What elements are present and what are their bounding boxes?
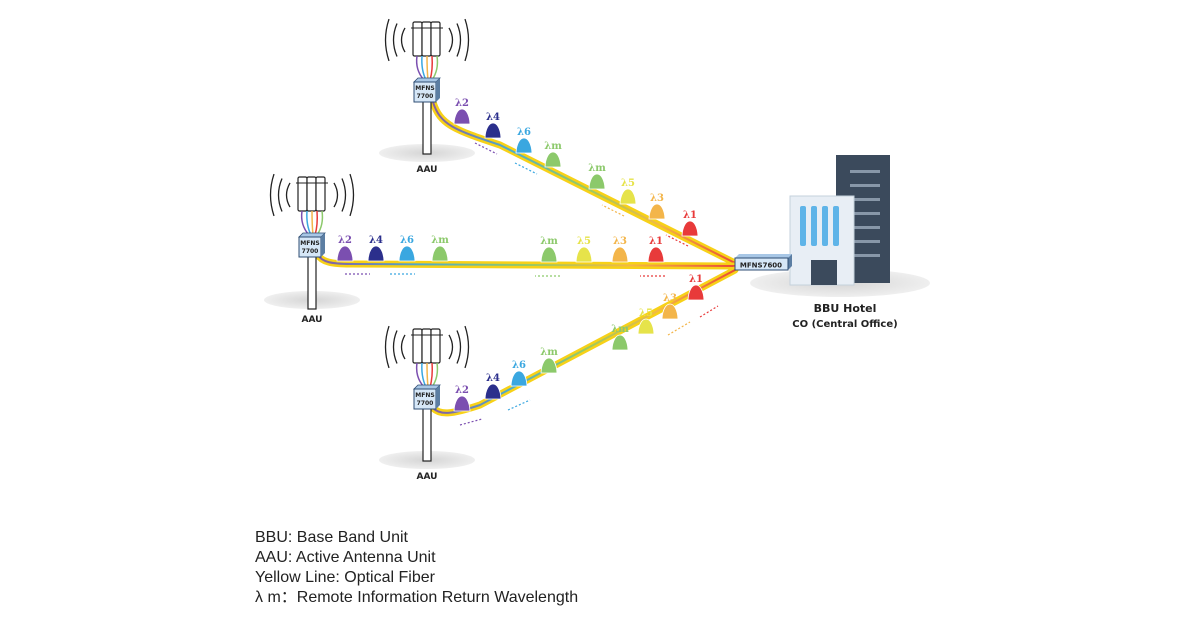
legend-item-aau: AAU: Active Antenna Unit [255,549,436,566]
wavelength-pulse [453,395,471,412]
wavelength-label: λ3 [650,193,664,204]
aau-module-label: MFNS [300,240,319,247]
wavelength-pulse [540,246,558,263]
legend-item-lambda-m: λ m：Remote Information Return Wavelength [255,589,579,606]
co-subtitle: CO (Central Office) [792,319,897,330]
antenna-panels [411,21,443,57]
wavelength-label: λ1 [689,274,703,285]
legend-item-bbu: BBU: Base Band Unit [255,529,408,546]
wavelength-label: λ2 [455,385,469,396]
wavelength-label: λ5 [577,236,591,247]
wavelength-label: λ1 [649,236,663,247]
wavelength-pulse [611,246,629,263]
wavelength-pulse [398,245,416,262]
wavelength-label: λ3 [663,293,677,304]
wavelength-group-top: λ2 λ4 λ6 λm λm λ5 λ3 λ1 [453,98,699,237]
wavelength-label: λm [431,235,449,246]
wavelength-pulse [575,246,593,263]
central-module-label: MFNS7600 [740,262,782,270]
co-title: BBU Hotel [814,302,877,315]
wavelength-pulse [453,108,471,125]
wavelength-label: λ2 [455,98,469,109]
wavelength-pulse [648,203,666,220]
aau-module-label: 7700 [417,93,434,100]
aau-label-bottom: AAU [417,472,438,482]
wavelength-pulse [661,303,679,320]
wavelength-label: λ4 [369,235,383,246]
wavelength-label: λm [611,324,629,335]
wavelength-label: λm [544,141,562,152]
wavelength-pulse [687,284,705,301]
wavelength-label: λ3 [613,236,627,247]
aau-module-label: MFNS [415,85,434,92]
wavelength-pulse [647,246,665,263]
wavelength-label: λ6 [512,360,526,371]
wavelength-pulse [367,245,385,262]
aau-module-label: 7700 [417,400,434,407]
wavelength-pulse [540,357,558,374]
wavelength-label: λ5 [639,308,653,319]
tower-pole [307,248,317,310]
wavelength-pulse [619,188,637,205]
wavelength-label: λm [540,236,558,247]
radio-wave-icon [384,325,470,369]
jumper-cables [300,210,324,236]
wavelength-pulse [484,383,502,400]
wavelength-pulse [515,137,533,154]
jumper-cables [415,362,439,388]
legend-item-fiber: Yellow Line: Optical Fiber [255,569,435,586]
wavelength-pulse [681,220,699,237]
wavelength-label: λm [588,163,606,174]
wavelength-pulses: λ2 λ4 λ6 λm λm λ5 λ3 λ1 λ2 λ4 λ6 λm λm λ5 λ3 λ1 λ2 λ4 λ6 λm… [336,98,705,412]
legend: BBU: Base Band Unit AAU: Active Antenna … [255,528,578,608]
tower-pole [422,93,432,155]
fiber-link-top [429,98,739,267]
antenna-panels [411,328,443,364]
hotel-building-windows [800,206,839,246]
wavelength-pulse [544,151,562,168]
radio-wave-icon [384,18,470,62]
aau-label-middle: AAU [302,315,323,325]
wavelength-label: λ6 [517,127,531,138]
wavelength-label: λ2 [338,235,352,246]
aau-module-label: 7700 [302,248,319,255]
wavelength-pulse [431,245,449,262]
wavelength-pulse [336,245,354,262]
wavelength-label: λ4 [486,112,500,123]
fiber-link-bottom [429,266,739,417]
wavelength-label: λ1 [683,210,697,221]
tower-building-windows [850,170,880,257]
wavelength-label: λ4 [486,373,500,384]
jumper-cables [415,55,439,81]
aau-module-label: MFNS [415,392,434,399]
wavelength-pulse [611,334,629,351]
wavelength-pulse [588,173,606,190]
antenna-panels [296,176,328,212]
wavelength-group-middle: λ2 λ4 λ6 λm λm λ5 λ3 λ1 [336,235,665,263]
wavelength-group-bottom: λ2 λ4 λ6 λm λm λ5 λ3 λ1 [453,274,705,412]
wavelength-pulse [637,318,655,335]
direction-arrows [345,142,719,426]
tower-pole [422,400,432,462]
wavelength-label: λm [540,347,558,358]
wavelength-pulse [510,370,528,387]
radio-wave-icon [269,173,355,217]
central-module: MFNS7600 [734,254,792,271]
wavelength-label: λ5 [621,178,635,189]
central-office-building [789,155,890,286]
hotel-door [811,260,837,285]
aau-label-top: AAU [417,165,438,175]
wavelength-pulse [484,122,502,139]
wavelength-label: λ6 [400,235,414,246]
